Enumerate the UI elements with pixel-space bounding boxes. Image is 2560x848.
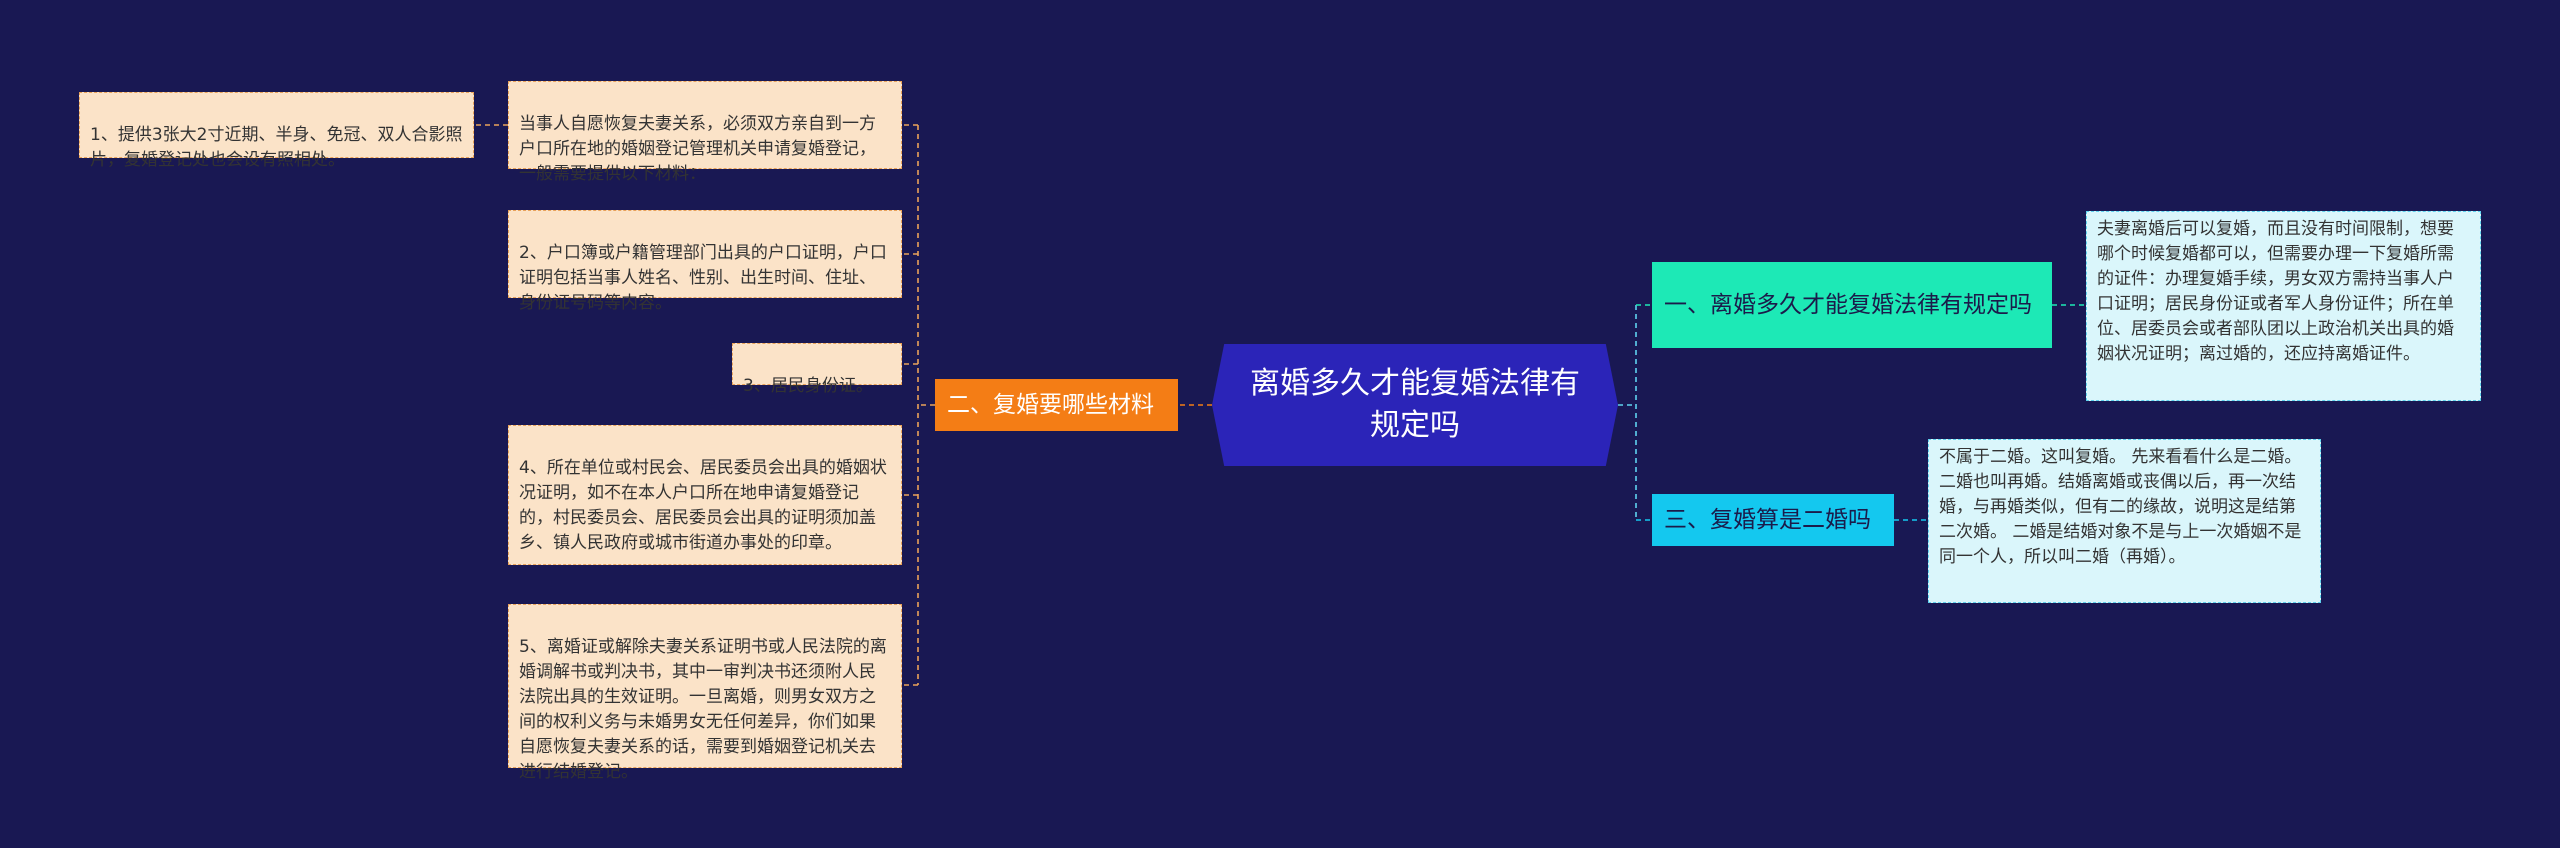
materials-item-hukou-text: 2、户口簿或户籍管理部门出具的户口证明，户口证明包括当事人姓名、性别、出生时间、…	[519, 243, 887, 313]
root-topic-label: 离婚多久才能复婚法律有规定吗	[1250, 366, 1580, 443]
materials-intro[interactable]: 当事人自愿恢复夫妻关系，必须双方亲自到一方户口所在地的婚姻登记管理机关申请复婚登…	[508, 81, 902, 184]
time-limit-detail-text: 夫妻离婚后可以复婚，而且没有时间限制，想要哪个时候复婚都可以，但需要办理一下复婚…	[2097, 219, 2454, 364]
time-limit-detail[interactable]: 夫妻离婚后可以复婚，而且没有时间限制，想要哪个时候复婚都可以，但需要办理一下复婚…	[2086, 211, 2481, 401]
root-topic[interactable]: 离婚多久才能复婚法律有规定吗	[1212, 344, 1618, 466]
branch-materials-label: 二、复婚要哪些材料	[947, 392, 1154, 418]
materials-photo-text: 1、提供3张大2寸近期、半身、免冠、双人合影照片，复婚登记处也会设有照相处。	[90, 125, 463, 170]
second-marriage-detail[interactable]: 不属于二婚。这叫复婚。 先来看看什么是二婚。二婚也叫再婚。结婚离婚或丧偶以后，再…	[1928, 439, 2321, 603]
materials-item-divorce-cert-text: 5、离婚证或解除夫妻关系证明书或人民法院的离婚调解书或判决书，其中一审判决书还须…	[519, 637, 887, 782]
branch-second-marriage[interactable]: 三、复婚算是二婚吗	[1652, 494, 1894, 546]
materials-item-idcard[interactable]: 3、居民身份证。	[732, 343, 902, 396]
materials-item-marital-proof[interactable]: 4、所在单位或村民会、居民委员会出具的婚姻状况证明，如不在本人户口所在地申请复婚…	[508, 425, 902, 565]
branch-time-limit[interactable]: 一、离婚多久才能复婚法律有规定吗	[1652, 262, 2052, 348]
materials-item-idcard-text: 3、居民身份证。	[743, 376, 873, 396]
branch-time-limit-label: 一、离婚多久才能复婚法律有规定吗	[1664, 292, 2032, 318]
second-marriage-detail-text: 不属于二婚。这叫复婚。 先来看看什么是二婚。二婚也叫再婚。结婚离婚或丧偶以后，再…	[1939, 447, 2302, 567]
branch-materials[interactable]: 二、复婚要哪些材料	[935, 379, 1178, 431]
materials-photo-item[interactable]: 1、提供3张大2寸近期、半身、免冠、双人合影照片，复婚登记处也会设有照相处。	[79, 92, 474, 170]
branch-second-marriage-label: 三、复婚算是二婚吗	[1664, 507, 1871, 533]
materials-item-hukou[interactable]: 2、户口簿或户籍管理部门出具的户口证明，户口证明包括当事人姓名、性别、出生时间、…	[508, 210, 902, 313]
materials-item-marital-proof-text: 4、所在单位或村民会、居民委员会出具的婚姻状况证明，如不在本人户口所在地申请复婚…	[519, 458, 887, 553]
materials-intro-text: 当事人自愿恢复夫妻关系，必须双方亲自到一方户口所在地的婚姻登记管理机关申请复婚登…	[519, 114, 876, 184]
materials-item-divorce-cert[interactable]: 5、离婚证或解除夫妻关系证明书或人民法院的离婚调解书或判决书，其中一审判决书还须…	[508, 604, 902, 782]
